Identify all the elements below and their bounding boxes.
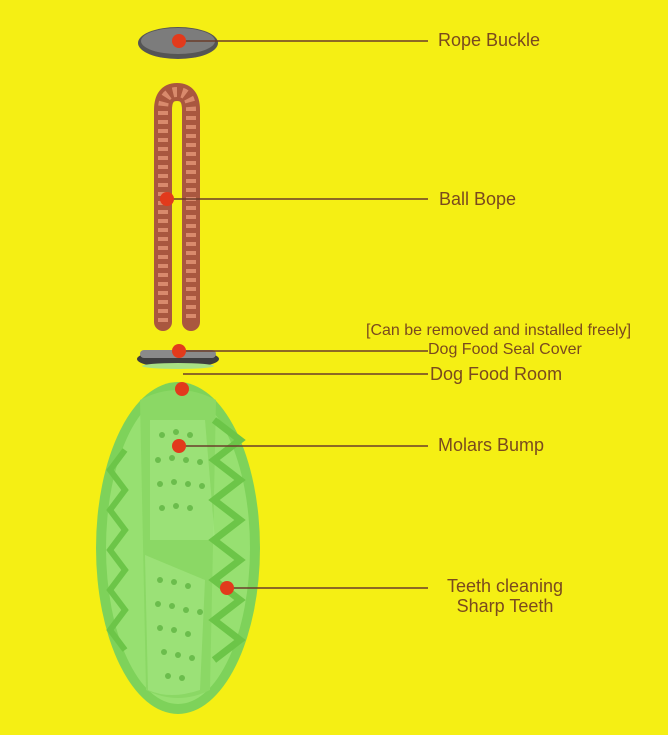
label-removable-note: [Can be removed and installed freely] <box>366 322 632 339</box>
marker-sharp-teeth <box>220 581 234 595</box>
leader-lines <box>168 40 428 589</box>
marker-rope-buckle <box>172 34 186 48</box>
label-food-room: Dog Food Room <box>430 364 563 384</box>
marker-seal-cover <box>172 344 186 358</box>
label-teeth-cleaning-line1: Teeth cleaning <box>446 576 564 596</box>
ball-rope-part <box>154 82 200 331</box>
marker-ball-rope <box>160 192 174 206</box>
label-molars-bump: Molars Bump <box>438 435 545 455</box>
green-ball-part <box>96 382 260 714</box>
label-ball-rope: Ball Bope <box>439 189 517 209</box>
marker-food-room <box>175 382 189 396</box>
label-teeth-cleaning: Teeth cleaning Sharp Teeth <box>440 576 570 616</box>
markers <box>160 34 234 595</box>
label-rope-buckle: Rope Buckle <box>438 30 541 50</box>
marker-molars-bump <box>172 439 186 453</box>
label-teeth-cleaning-line2: Sharp Teeth <box>456 596 554 616</box>
label-seal-cover: Dog Food Seal Cover <box>428 341 582 358</box>
